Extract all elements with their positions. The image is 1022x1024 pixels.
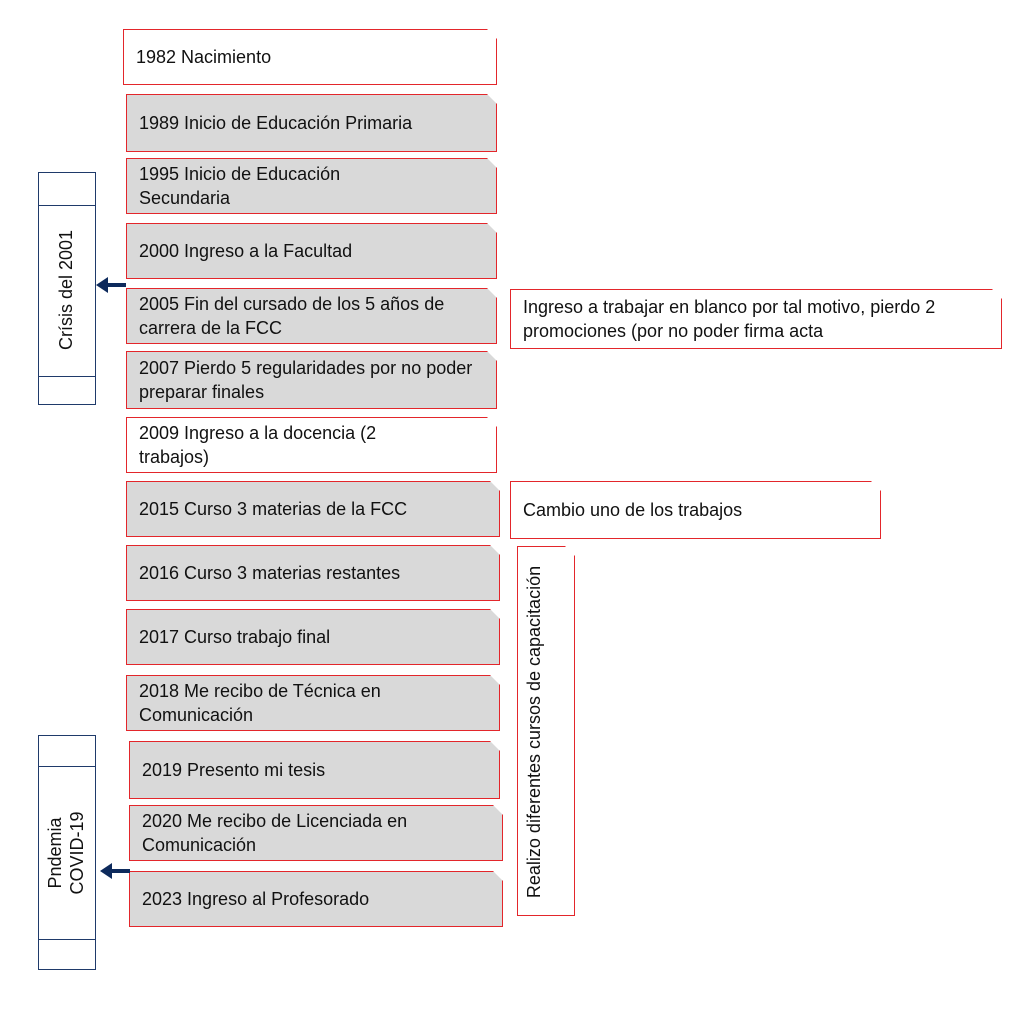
- timeline-box-2019: 2019 Presento mi tesis: [129, 741, 500, 799]
- timeline-text: 2017 Curso trabajo final: [139, 627, 331, 647]
- side-label-pandemic: Pndemia COVID-19: [44, 773, 88, 933]
- side-label-pandemic-line2: COVID-19: [67, 811, 87, 895]
- timeline-text: 2000 Ingreso a la Facultad: [139, 241, 353, 261]
- arrow-left-icon: [96, 277, 126, 293]
- timeline-box-1995: 1995 Inicio de Educación Secundaria: [126, 158, 497, 214]
- timeline-box-2020: 2020 Me recibo de Licenciada en Comunica…: [129, 805, 503, 861]
- note-job-change: Cambio uno de los trabajos: [510, 481, 881, 539]
- timeline-box-2009: 2009 Ingreso a la docencia (2 trabajos): [126, 417, 497, 473]
- side-panel-crisis: Crísis del 2001: [38, 172, 96, 405]
- timeline-text: 2007 Pierdo 5 regularidades por no poder…: [139, 358, 473, 402]
- timeline-text: 2020 Me recibo de Licenciada en Comunica…: [142, 811, 408, 855]
- timeline-box-2018: 2018 Me recibo de Técnica en Comunicació…: [126, 675, 500, 731]
- timeline-text: 1982 Nacimiento: [136, 47, 272, 67]
- timeline-text: 2016 Curso 3 materias restantes: [139, 563, 401, 583]
- note-work-text: Ingreso a trabajar en blanco por tal mot…: [523, 297, 936, 341]
- timeline-text: 1995 Inicio de Educación Secundaria: [139, 164, 341, 208]
- timeline-text: 1989 Inicio de Educación Primaria: [139, 113, 413, 133]
- timeline-box-2023: 2023 Ingreso al Profesorado: [129, 871, 503, 927]
- timeline-text: 2009 Ingreso a la docencia (2 trabajos): [139, 423, 377, 467]
- side-divider-top: [39, 205, 95, 206]
- side-divider-bottom: [39, 939, 95, 940]
- timeline-text: 2005 Fin del cursado de los 5 años de ca…: [139, 294, 445, 338]
- note-courses-text: Realizo diferentes cursos de capacitació…: [524, 565, 544, 899]
- arrow-left-icon: [100, 863, 130, 879]
- timeline-box-2000: 2000 Ingreso a la Facultad: [126, 223, 497, 279]
- side-label-crisis: Crísis del 2001: [56, 229, 76, 351]
- timeline-text: 2023 Ingreso al Profesorado: [142, 889, 370, 909]
- timeline-box-2016: 2016 Curso 3 materias restantes: [126, 545, 500, 601]
- side-divider-top: [39, 766, 95, 767]
- timeline-text: 2019 Presento mi tesis: [142, 760, 326, 780]
- timeline-box-2007: 2007 Pierdo 5 regularidades por no poder…: [126, 351, 497, 409]
- note-work: Ingreso a trabajar en blanco por tal mot…: [510, 289, 1002, 349]
- side-divider-bottom: [39, 376, 95, 377]
- timeline-box-2015: 2015 Curso 3 materias de la FCC: [126, 481, 500, 537]
- timeline-box-1989: 1989 Inicio de Educación Primaria: [126, 94, 497, 152]
- note-job-change-text: Cambio uno de los trabajos: [523, 500, 743, 520]
- note-courses: Realizo diferentes cursos de capacitació…: [517, 546, 575, 916]
- timeline-text: 2015 Curso 3 materias de la FCC: [139, 499, 408, 519]
- timeline-box-2017: 2017 Curso trabajo final: [126, 609, 500, 665]
- side-panel-pandemic: Pndemia COVID-19: [38, 735, 96, 970]
- timeline-text: 2018 Me recibo de Técnica en Comunicació…: [139, 681, 381, 725]
- timeline-box-2005: 2005 Fin del cursado de los 5 años de ca…: [126, 288, 497, 344]
- side-label-pandemic-line1: Pndemia: [45, 817, 65, 889]
- timeline-box-1982: 1982 Nacimiento: [123, 29, 497, 85]
